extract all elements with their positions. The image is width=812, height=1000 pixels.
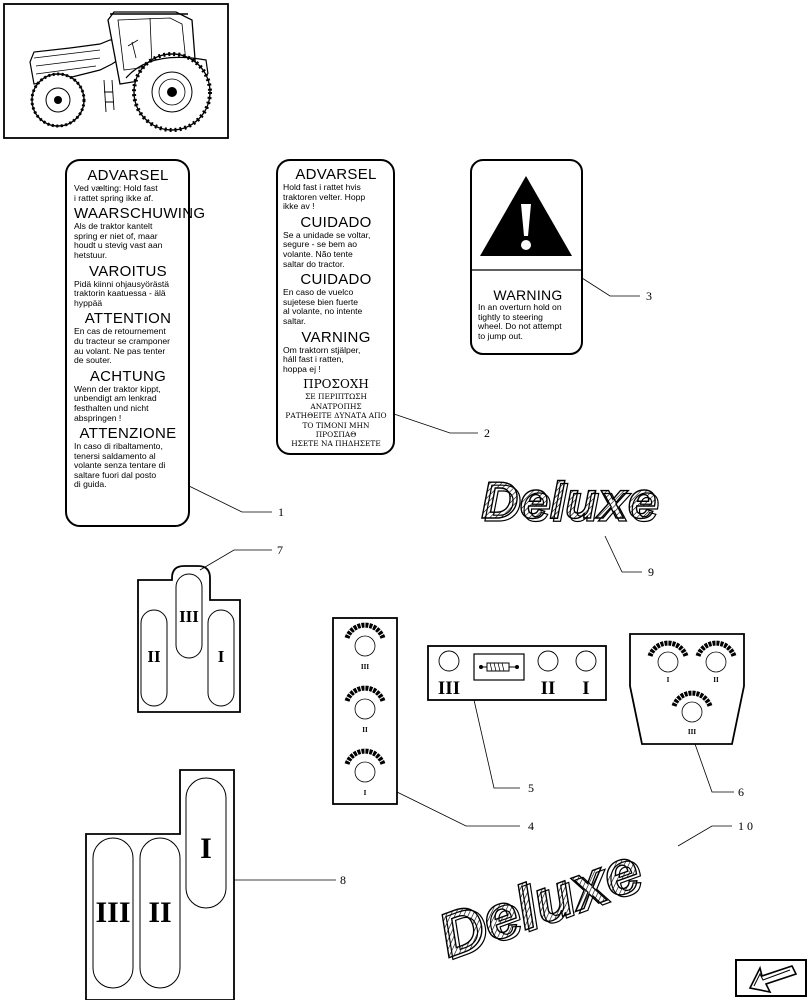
decal-2-body-1: Hold fast i rattet hvis traktoren velter… bbox=[283, 182, 366, 212]
deluxe-9-shadow: Deluxe bbox=[484, 475, 661, 533]
deluxe-10-text: Deluxe bbox=[429, 835, 649, 971]
decal-8-label-ii: II bbox=[148, 896, 171, 929]
decal-4-gauge-i: I bbox=[344, 748, 386, 797]
decal-6: I II III bbox=[629, 633, 745, 745]
callout-10: 1 0 bbox=[738, 819, 753, 833]
tractor-thumbnail bbox=[3, 3, 229, 139]
svg-text:III: III bbox=[688, 728, 696, 736]
callout-8: 8 bbox=[340, 873, 346, 887]
decal-2-heading-4: VARNING bbox=[301, 328, 371, 346]
decal-2-heading-3: CUIDADO bbox=[300, 271, 372, 289]
decal-3-warning bbox=[470, 159, 583, 355]
decal-5: III II I bbox=[427, 645, 607, 701]
callout-2: 2 bbox=[484, 426, 490, 440]
callout-9: 9 bbox=[648, 565, 654, 579]
callout-5: 5 bbox=[528, 781, 534, 795]
decal-2-greek-body: ΣΕ ΠΕΡΙΠΤΩΣΗ ΑΝΑΤΡΟΠΗΣ ΡΑΤΗΘΕΙΤΕ ΔΥΝΑΤΑ … bbox=[285, 392, 387, 449]
decal-8-label-iii: III bbox=[95, 896, 130, 929]
callout-3: 3 bbox=[646, 289, 652, 303]
decal-7-label-ii: II bbox=[147, 647, 161, 666]
decal-5-label-iii: III bbox=[438, 678, 460, 699]
decal-2-heading-1: ADVARSEL bbox=[295, 166, 377, 183]
decal-1-heading-1: ADVARSEL bbox=[87, 167, 169, 184]
decal-2-text: ADVARSEL Hold fast i rattet hvis traktor… bbox=[283, 167, 389, 449]
decal-6-gauge-ii: II bbox=[695, 640, 737, 684]
decal-7-label-i: I bbox=[218, 647, 225, 666]
deluxe-decal-9: Deluxe Deluxe bbox=[480, 471, 661, 533]
decal-3-heading: WARNING bbox=[493, 287, 563, 303]
callout-7: 7 bbox=[277, 543, 283, 557]
decal-8-label-i: I bbox=[200, 832, 212, 865]
deluxe-decal-10: Deluxe Deluxe bbox=[428, 834, 653, 974]
decal-8: I III II bbox=[85, 769, 235, 1000]
svg-text:II: II bbox=[362, 726, 368, 734]
decal-1-body-6: In caso di ribaltamento, tenersi saldame… bbox=[74, 441, 166, 490]
decal-1-heading-3: VAROITUS bbox=[89, 262, 167, 280]
decal-1-heading-2: WAARSCHUWING bbox=[74, 205, 206, 223]
decal-1-body-5: Wenn der traktor kippt, unbendigt am len… bbox=[74, 383, 161, 423]
svg-text:III: III bbox=[361, 663, 369, 671]
next-page-arrow-icon[interactable] bbox=[735, 959, 807, 997]
hydraulic-cylinder-icon bbox=[473, 653, 525, 681]
decal-1-heading-4: ATTENTION bbox=[84, 310, 172, 328]
decal-5-label-ii: II bbox=[541, 678, 556, 699]
callout-6: 6 bbox=[738, 785, 744, 799]
decal-2-outline bbox=[276, 159, 395, 455]
leader-lines bbox=[188, 277, 734, 881]
decal-1-heading-6: ATTENZIONE bbox=[79, 425, 177, 443]
decal-2-body-3: En caso de vuelco sujetese bien fuerte a… bbox=[283, 287, 363, 326]
decal-1-text: ADVARSEL Ved vælting: Hold fast i rattet… bbox=[74, 167, 206, 493]
decal-4-gauge-ii: II bbox=[344, 685, 386, 734]
decal-1-outline bbox=[65, 159, 190, 527]
decal-2-body-4: Om traktorn stjälper, háll fast i ratten… bbox=[283, 344, 361, 374]
decal-1-body-3: Pidä kiinni ohjausyörästä traktorin kaat… bbox=[74, 278, 170, 308]
svg-text:I: I bbox=[364, 789, 367, 797]
svg-text:II: II bbox=[713, 676, 719, 684]
decal-4: III II I bbox=[332, 617, 398, 805]
warning-triangle-icon bbox=[480, 176, 572, 256]
decal-7-label-iii: III bbox=[179, 607, 199, 626]
callout-1: 1 bbox=[278, 505, 284, 519]
decal-2-heading-2: CUIDADO bbox=[300, 213, 372, 231]
decal-4-gauge-iii: III bbox=[344, 622, 386, 671]
decal-1-body-4: En cas de retournement du tracteur se cr… bbox=[74, 326, 171, 366]
decal-3-body: In an overturn hold on tightly to steeri… bbox=[478, 302, 562, 341]
svg-text:I: I bbox=[667, 676, 670, 684]
decal-2-greek-heading: ΠΡΟΣΟΧΗ bbox=[303, 377, 369, 392]
decal-1-body-1: Ved vælting: Hold fast i rattet spring i… bbox=[74, 183, 158, 203]
decal-1-heading-5: ACHTUNG bbox=[89, 367, 167, 385]
decal-5-label-i: I bbox=[582, 678, 589, 699]
decal-2-body-2: Se a unidade se voltar, segure - se bem … bbox=[283, 229, 371, 269]
decal-7: III II I bbox=[137, 565, 241, 713]
decal-6-gauge-i: I bbox=[647, 640, 689, 684]
decal-6-gauge-iii: III bbox=[671, 690, 713, 736]
callout-4: 4 bbox=[528, 819, 534, 833]
deluxe-9-text: Deluxe bbox=[481, 472, 658, 530]
decal-3-text: WARNING In an overturn hold on tightly t… bbox=[478, 287, 578, 344]
decal-1-body-2: Als de traktor kantelt spring er niet of… bbox=[74, 221, 163, 260]
